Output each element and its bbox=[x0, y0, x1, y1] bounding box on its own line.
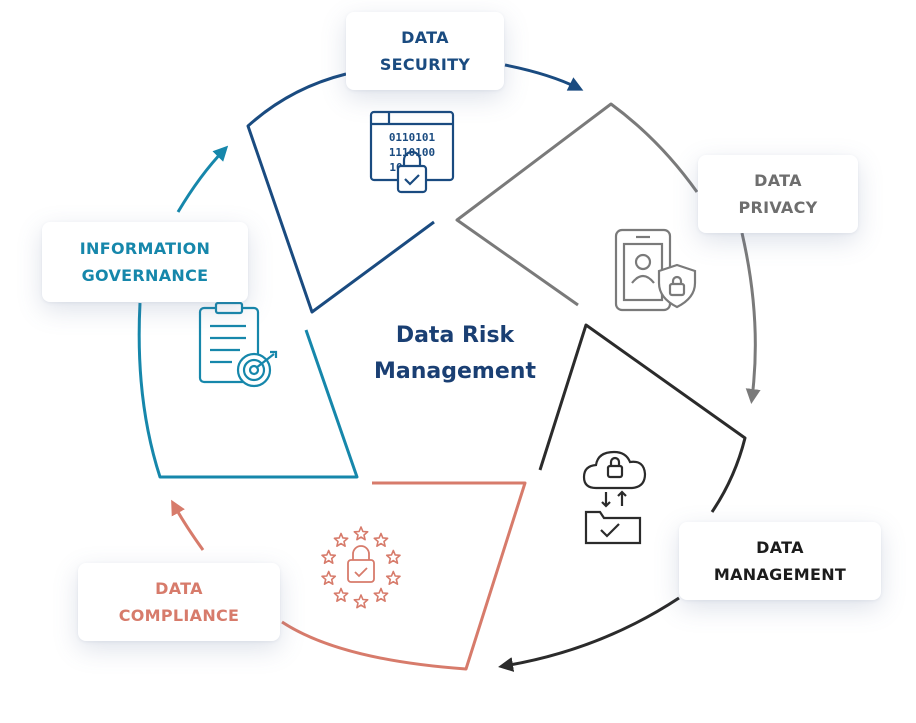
star-icon bbox=[385, 570, 401, 585]
card-data-privacy: DATA PRIVACY bbox=[698, 155, 858, 233]
clipboard-target-icon bbox=[198, 301, 278, 388]
arrow-privacy bbox=[740, 232, 761, 404]
arrow-compliance bbox=[171, 499, 205, 551]
arrow-security bbox=[504, 63, 584, 91]
label-data-privacy: DATA PRIVACY bbox=[738, 171, 818, 217]
segment-management-outline bbox=[538, 323, 747, 513]
stars-lock-icon bbox=[347, 545, 375, 583]
segment-security-outline bbox=[246, 72, 435, 314]
star-icon bbox=[321, 549, 337, 564]
label-information-governance: INFORMATION GOVERNANCE bbox=[79, 239, 211, 285]
segment-security bbox=[246, 63, 584, 314]
star-icon bbox=[353, 594, 369, 609]
phone-id-shield-icon bbox=[614, 228, 697, 312]
arrow-governance bbox=[176, 145, 229, 213]
star-icon bbox=[385, 549, 401, 564]
card-data-security: DATA SECURITY bbox=[346, 12, 504, 90]
arrow-management bbox=[498, 596, 680, 672]
segment-governance bbox=[137, 145, 359, 479]
card-data-management: DATA MANAGEMENT bbox=[679, 522, 881, 600]
segment-compliance bbox=[171, 481, 527, 671]
segment-management bbox=[498, 323, 747, 672]
card-data-compliance: DATA COMPLIANCE bbox=[78, 563, 280, 641]
star-icon bbox=[353, 526, 369, 541]
cloud-lock-folder-icon bbox=[582, 450, 647, 545]
segment-privacy-outline bbox=[455, 102, 699, 307]
star-icon bbox=[321, 570, 337, 585]
label-data-management: DATA MANAGEMENT bbox=[713, 538, 847, 584]
label-data-compliance: DATA COMPLIANCE bbox=[118, 579, 240, 625]
segment-privacy bbox=[455, 102, 761, 404]
segment-governance-outline bbox=[137, 302, 359, 479]
eu-stars-ring bbox=[321, 526, 401, 609]
card-information-governance: INFORMATION GOVERNANCE bbox=[42, 222, 248, 302]
star-icon bbox=[333, 532, 349, 547]
star-icon bbox=[373, 587, 389, 602]
star-icon bbox=[373, 532, 389, 547]
binary-lock-icon: 0110101 1110100 10 bbox=[369, 110, 455, 194]
svg-text:0110101: 0110101 bbox=[389, 131, 436, 144]
star-icon bbox=[333, 587, 349, 602]
diagram-title: Data Risk Management bbox=[374, 323, 536, 384]
segment-compliance-outline bbox=[281, 481, 527, 671]
label-data-security: DATA SECURITY bbox=[379, 28, 471, 74]
